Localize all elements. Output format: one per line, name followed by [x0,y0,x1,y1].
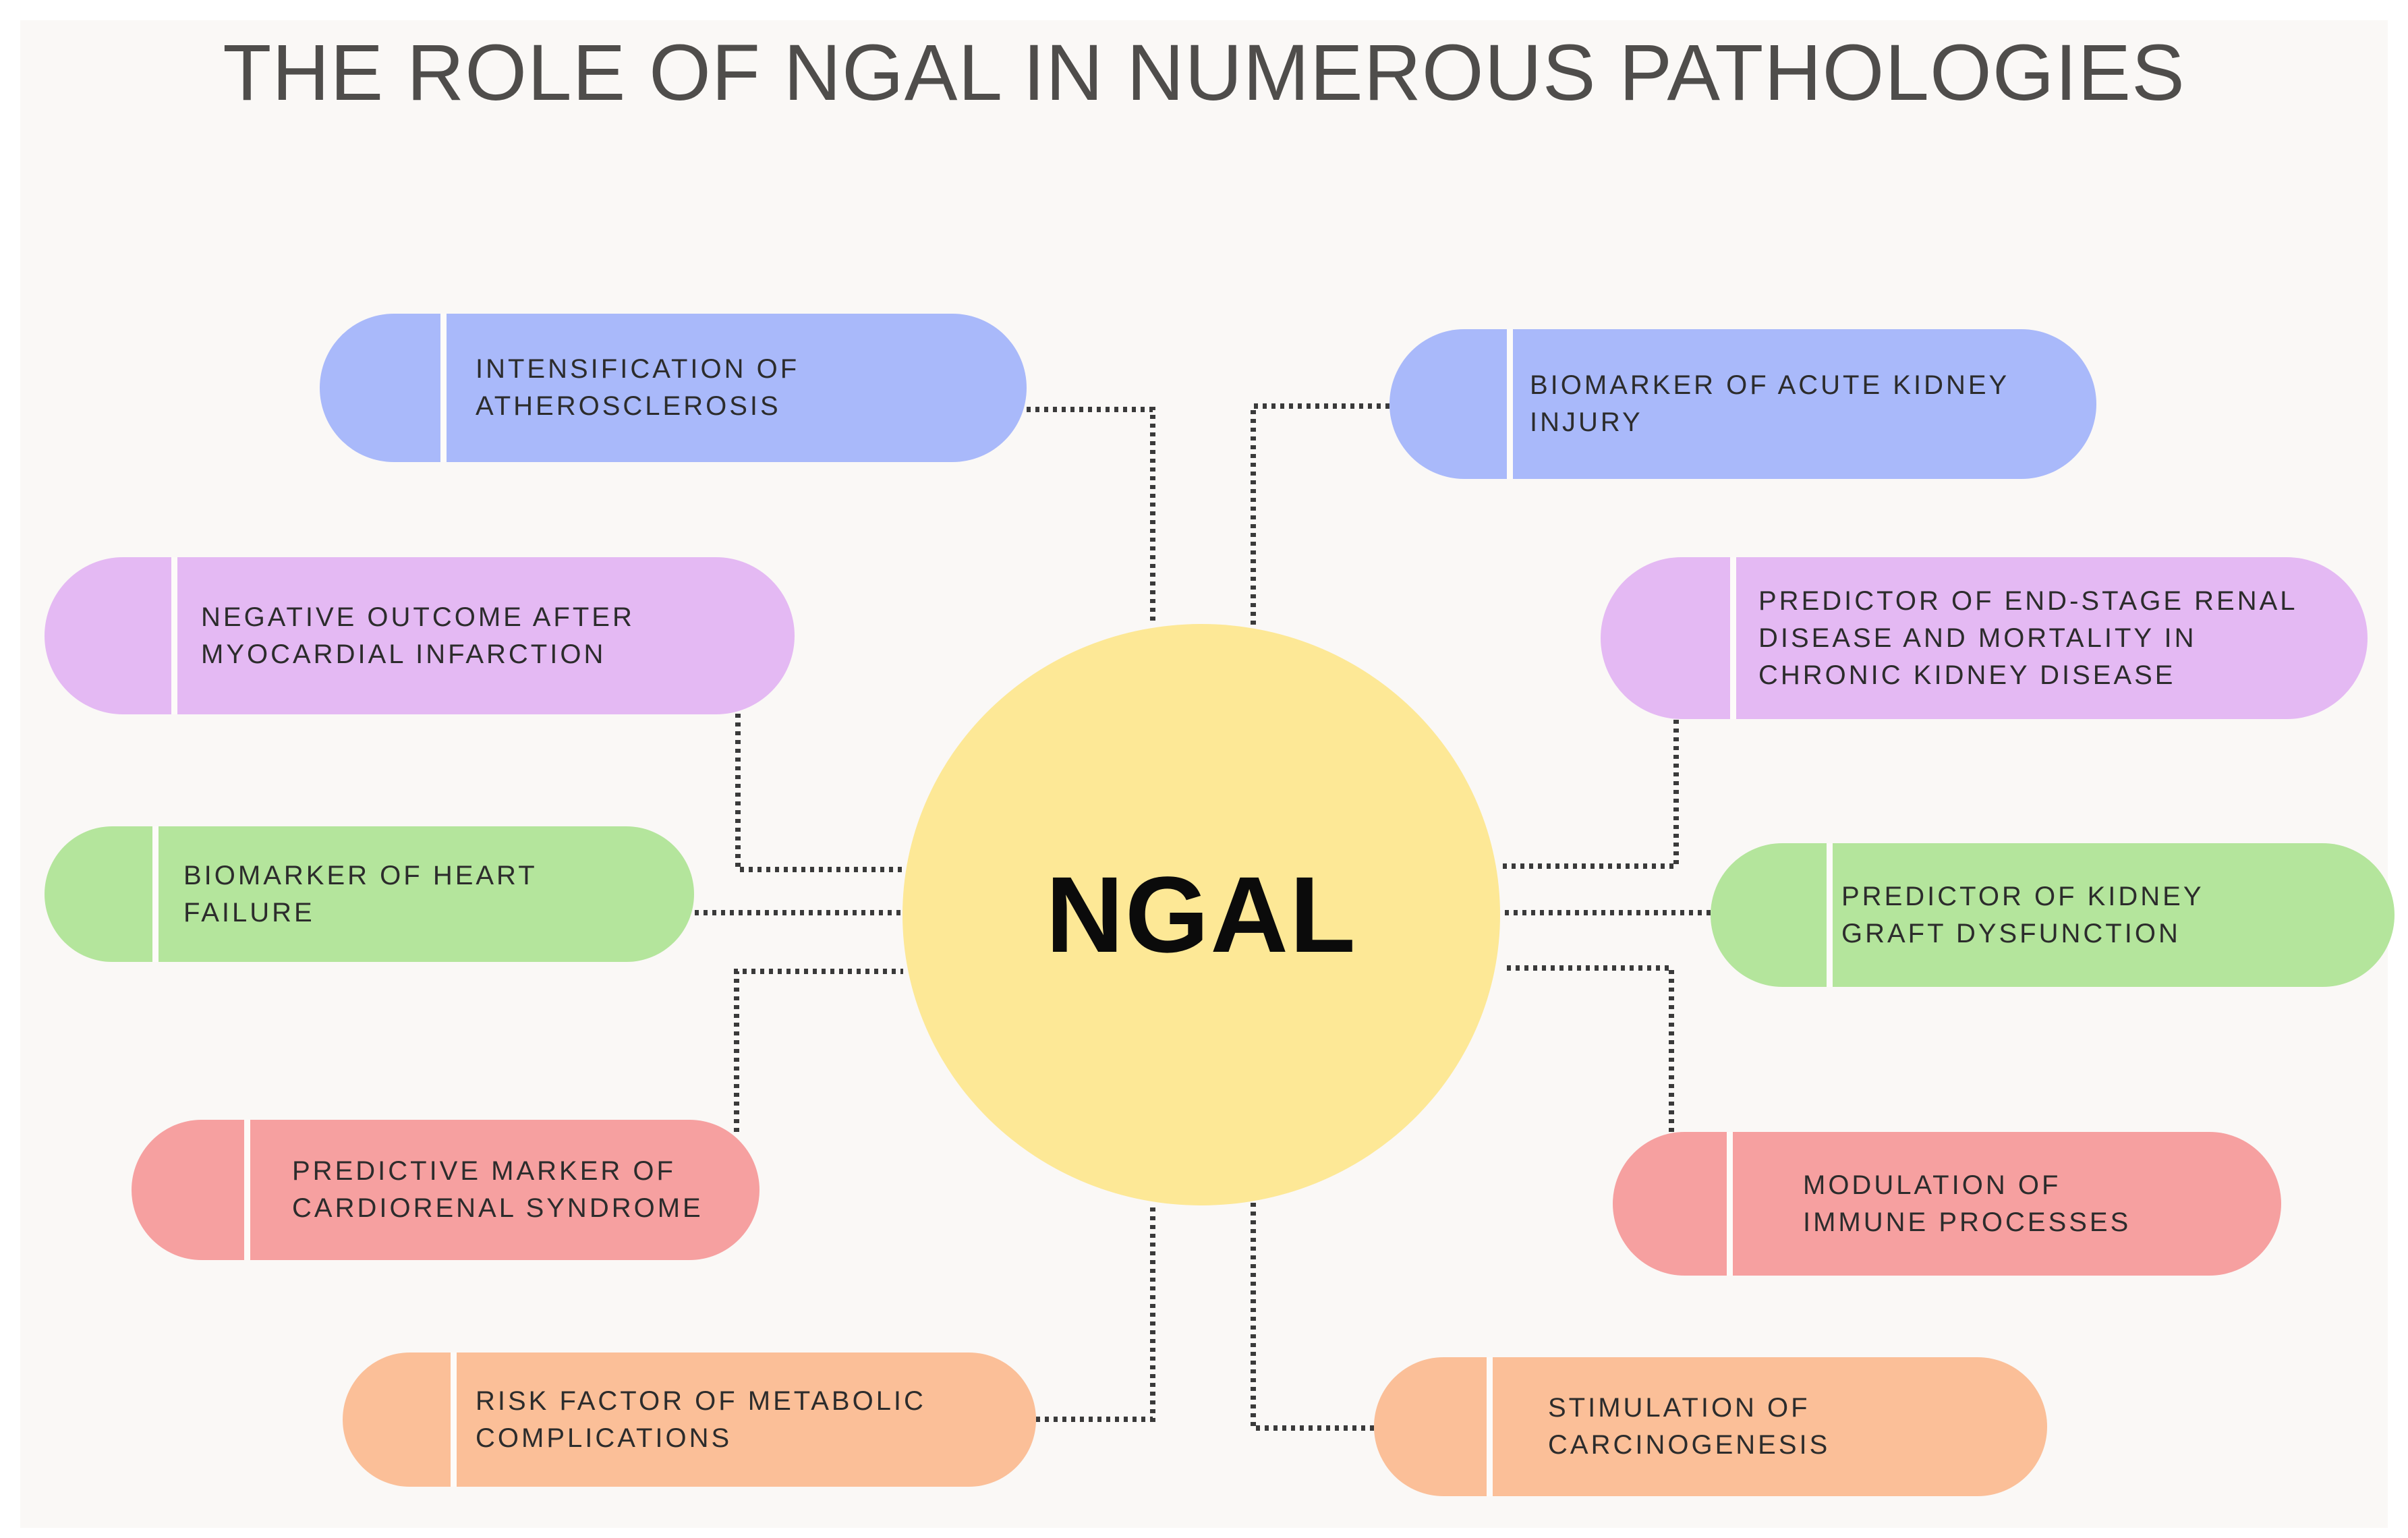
node-carcinogenesis: STIMULATION OF CARCINOGENESIS [1374,1357,2047,1496]
node-text-line: CHRONIC KIDNEY DISEASE [1758,660,2176,690]
node-text: MODULATION OF IMMUNE PROCESSES [1803,1132,2254,1276]
node-text-line: DISEASE AND MORTALITY IN [1758,623,2197,653]
node-tab [1389,329,1507,479]
node-divider [440,314,447,462]
connector-immune [1502,965,1674,1132]
connector-metabolic [1036,1203,1155,1422]
node-text-line: FAILURE [183,897,315,928]
node-acute-kidney: BIOMARKER OF ACUTE KIDNEY INJURY [1389,329,2096,479]
node-text: RISK FACTOR OF METABOLIC COMPLICATIONS [476,1352,1009,1487]
node-text-line: STIMULATION OF [1548,1393,1810,1423]
node-end-stage-renal: PREDICTOR OF END-STAGE RENAL DISEASE AND … [1601,557,2368,719]
connector-acute-kidney [1251,403,1389,625]
ngal-hub: NGAL [902,624,1500,1205]
connector-atherosclerosis [1027,407,1155,625]
node-text-line: IMMUNE PROCESSES [1803,1207,2131,1237]
node-cardiorenal: PREDICTIVE MARKER OF CARDIORENAL SYNDROME [132,1120,759,1260]
node-tab [1711,843,1827,987]
node-tab [343,1352,451,1487]
node-text-lines: PREDICTIVE MARKER OF CARDIORENAL SYNDROME [292,1153,704,1227]
node-text: PREDICTOR OF END-STAGE RENAL DISEASE AND … [1758,557,2341,719]
node-text-line: COMPLICATIONS [476,1423,733,1453]
node-divider [152,826,159,962]
node-text-line: BIOMARKER OF ACUTE KIDNEY [1530,370,2010,400]
node-text-lines: BIOMARKER OF ACUTE KIDNEY INJURY [1530,367,2009,441]
node-text: BIOMARKER OF ACUTE KIDNEY INJURY [1530,329,2069,479]
node-text-lines: RISK FACTOR OF METABOLIC COMPLICATIONS [476,1383,926,1457]
node-text-line: NEGATIVE OUTCOME AFTER [201,602,635,632]
node-text-line: INJURY [1530,407,1643,437]
node-divider [1827,843,1833,987]
node-text-line: PREDICTIVE MARKER OF [292,1156,676,1186]
node-text-line: MODULATION OF [1803,1170,2061,1200]
connector-myocardial [735,714,903,872]
node-text: INTENSIFICATION OF ATHEROSCLEROSIS [476,314,1000,462]
node-text-line: RISK FACTOR OF METABOLIC [476,1386,926,1416]
node-myocardial: NEGATIVE OUTCOME AFTER MYOCARDIAL INFARCT… [45,557,795,714]
diagram-title: THE ROLE OF NGAL IN NUMEROUS PATHOLOGIES [223,28,2185,117]
node-divider [1507,329,1513,479]
connector-cardiorenal [734,969,903,1132]
node-text-line: CARCINOGENESIS [1548,1430,1831,1460]
node-heart-failure: BIOMARKER OF HEART FAILURE [45,826,694,962]
node-divider [1727,1132,1733,1276]
node-immune: MODULATION OF IMMUNE PROCESSES [1613,1132,2281,1276]
node-text-lines: PREDICTOR OF END-STAGE RENAL DISEASE AND … [1758,583,2298,694]
node-text-line: PREDICTOR OF KIDNEY [1841,881,2204,911]
node-tab [132,1120,244,1260]
node-text-lines: BIOMARKER OF HEART FAILURE [183,857,538,932]
node-atherosclerosis: INTENSIFICATION OF ATHEROSCLEROSIS [320,314,1027,462]
node-kidney-graft: PREDICTOR OF KIDNEY GRAFT DYSFUNCTION [1711,843,2395,987]
node-text-lines: STIMULATION OF CARCINOGENESIS [1548,1390,1830,1464]
node-text-line: CARDIORENAL SYNDROME [292,1193,704,1223]
node-text: PREDICTIVE MARKER OF CARDIORENAL SYNDROME [292,1120,733,1260]
connector-end-stage-renal [1502,720,1679,869]
node-text-lines: NEGATIVE OUTCOME AFTER MYOCARDIAL INFARCT… [201,599,635,673]
node-metabolic: RISK FACTOR OF METABOLIC COMPLICATIONS [343,1352,1036,1487]
node-tab [320,314,440,462]
node-text: BIOMARKER OF HEART FAILURE [183,826,667,962]
node-tab [1601,557,1730,719]
node-text-line: PREDICTOR OF END-STAGE RENAL [1758,586,2298,616]
node-tab [45,557,171,714]
node-tab [1374,1357,1487,1496]
node-divider [1487,1357,1493,1496]
node-text-lines: INTENSIFICATION OF ATHEROSCLEROSIS [476,351,799,425]
node-text-line: BIOMARKER OF HEART [183,860,538,890]
node-divider [171,557,177,714]
node-text: NEGATIVE OUTCOME AFTER MYOCARDIAL INFARCT… [201,557,768,714]
node-text: PREDICTOR OF KIDNEY GRAFT DYSFUNCTION [1841,843,2368,987]
node-text: STIMULATION OF CARCINOGENESIS [1548,1357,2020,1496]
connector-carcinogenesis [1251,1203,1374,1431]
ngal-hub-label: NGAL [1045,854,1357,975]
node-text-lines: MODULATION OF IMMUNE PROCESSES [1803,1167,2131,1241]
node-text-line: MYOCARDIAL INFARCTION [201,639,606,669]
node-divider [244,1120,250,1260]
node-divider [451,1352,457,1487]
node-text-line: GRAFT DYSFUNCTION [1841,918,2181,948]
node-divider [1730,557,1736,719]
node-text-line: ATHEROSCLEROSIS [476,391,781,421]
node-text-line: INTENSIFICATION OF [476,354,800,384]
node-tab [45,826,152,962]
node-tab [1613,1132,1727,1276]
node-text-lines: PREDICTOR OF KIDNEY GRAFT DYSFUNCTION [1841,878,2204,952]
